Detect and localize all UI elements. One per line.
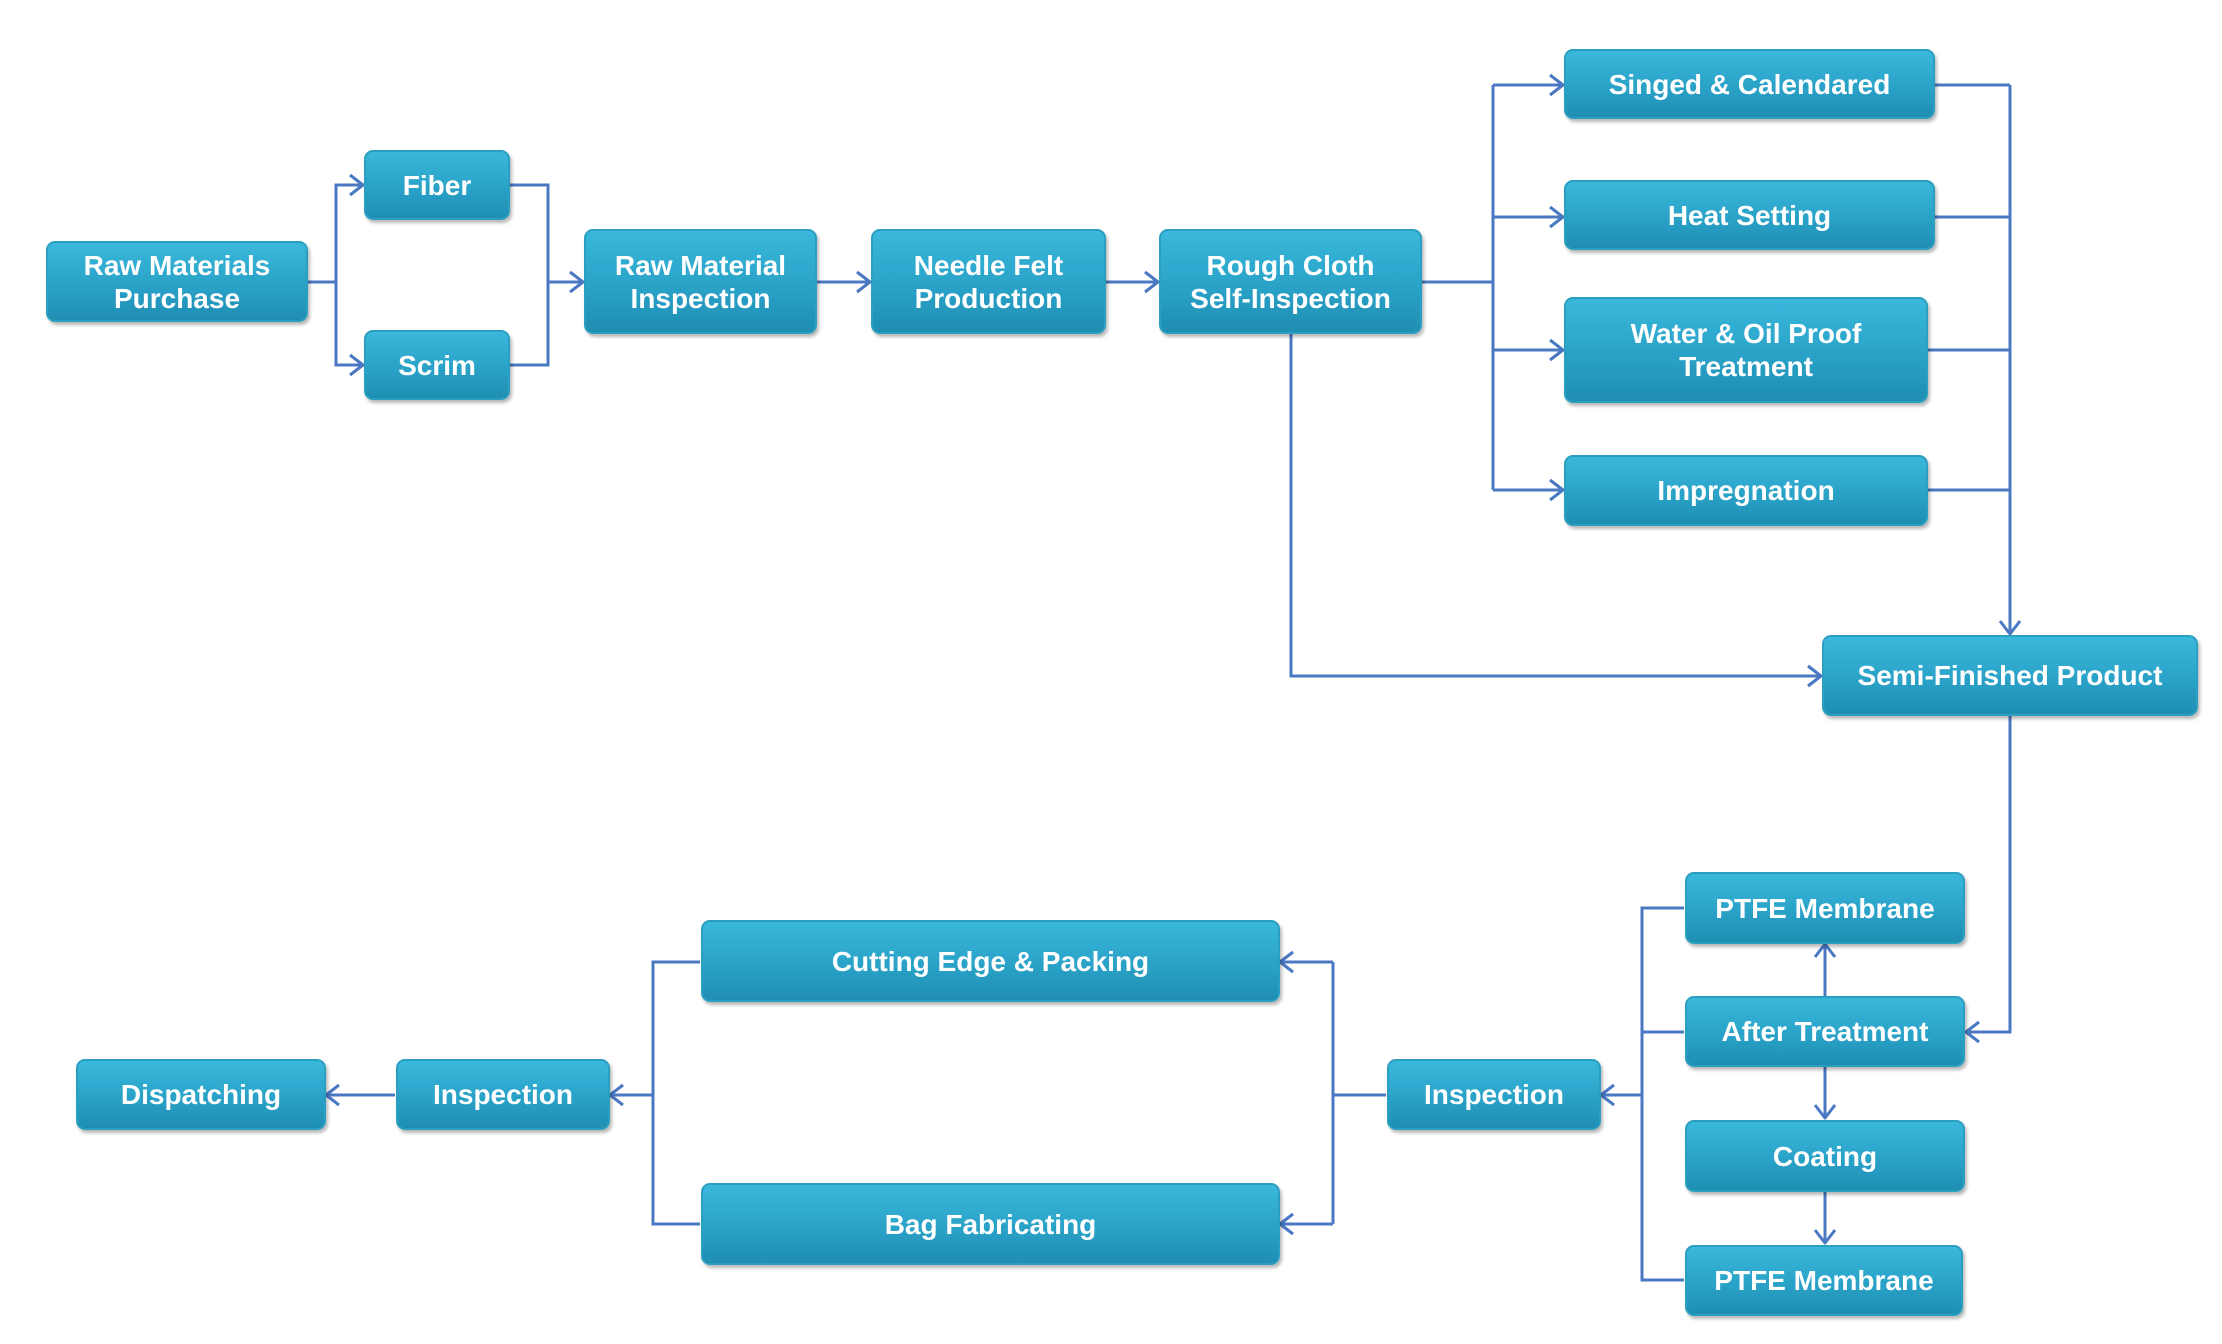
node-label: Dispatching bbox=[120, 1079, 282, 1110]
node-label: Bag Fabricating bbox=[884, 1208, 1097, 1240]
node-singed-calendared[interactable]: Singed & Calendared bbox=[1564, 49, 1935, 119]
edge-raw-to-scrim bbox=[334, 282, 363, 367]
arrowhead bbox=[1278, 1212, 1294, 1236]
node-water-oil-proof-treatment[interactable]: Water & Oil Proof Treatment bbox=[1564, 297, 1928, 403]
arrowheads bbox=[324, 73, 2022, 1245]
arrowhead bbox=[1278, 950, 1294, 974]
node-label: Scrim bbox=[398, 349, 476, 381]
edge-left-collector bbox=[1640, 906, 1684, 1282]
arrowhead bbox=[349, 353, 365, 377]
arrowhead bbox=[1549, 338, 1565, 362]
node-cutting-edge-packing[interactable]: Cutting Edge & Packing bbox=[701, 920, 1280, 1002]
node-impregnation[interactable]: Impregnation bbox=[1564, 455, 1928, 526]
node-inspection-right[interactable]: Inspection bbox=[1387, 1059, 1601, 1130]
edge-rough-bypass bbox=[1289, 333, 1821, 678]
node-fiber[interactable]: Fiber bbox=[364, 150, 510, 220]
node-label: Heat Setting bbox=[1667, 199, 1832, 231]
arrowhead bbox=[1549, 478, 1565, 502]
node-raw-materials-purchase[interactable]: Raw Materials Purchase bbox=[46, 241, 308, 322]
node-label: Inspection bbox=[432, 1079, 573, 1110]
edge-fiber-to-inspection bbox=[510, 183, 583, 284]
node-raw-material-inspection[interactable]: Raw Material Inspection bbox=[584, 229, 817, 334]
node-label: Fiber bbox=[402, 169, 472, 201]
edge-cutting-out bbox=[651, 960, 700, 1226]
arrowhead bbox=[1813, 1229, 1837, 1245]
node-label: Impregnation bbox=[1657, 475, 1835, 506]
arrowhead bbox=[1813, 942, 1837, 958]
arrowhead bbox=[1549, 205, 1565, 229]
arrowhead bbox=[1144, 270, 1160, 294]
node-ptfe-membrane-top[interactable]: PTFE Membrane bbox=[1685, 872, 1965, 944]
node-ptfe-membrane-bottom[interactable]: PTFE Membrane bbox=[1685, 1245, 1963, 1316]
node-label: Coating bbox=[1772, 1140, 1878, 1172]
node-coating[interactable]: Coating bbox=[1685, 1120, 1965, 1192]
node-label: Inspection bbox=[1423, 1079, 1564, 1110]
node-label: After Treatment bbox=[1721, 1016, 1929, 1047]
node-label: Cutting Edge & Packing bbox=[831, 945, 1150, 977]
edge-raw-to-fiber bbox=[308, 183, 363, 284]
arrowhead bbox=[324, 1083, 340, 1107]
arrowhead bbox=[1998, 620, 2022, 636]
node-inspection-left[interactable]: Inspection bbox=[396, 1059, 610, 1130]
node-label: Rough Cloth Self-Inspection bbox=[1190, 249, 1391, 314]
node-label: Needle Felt Production bbox=[913, 249, 1064, 314]
node-rough-cloth-self-inspection[interactable]: Rough Cloth Self-Inspection bbox=[1159, 229, 1422, 334]
node-label: Semi-Finished Product bbox=[1857, 660, 2163, 691]
node-label: Water & Oil Proof Treatment bbox=[1630, 318, 1862, 382]
node-heat-setting[interactable]: Heat Setting bbox=[1564, 180, 1935, 250]
node-label: Singed & Calendared bbox=[1608, 68, 1891, 100]
node-bag-fabricating[interactable]: Bag Fabricating bbox=[701, 1183, 1280, 1265]
arrowhead bbox=[1807, 664, 1823, 688]
node-dispatching[interactable]: Dispatching bbox=[76, 1059, 326, 1130]
arrowhead bbox=[608, 1083, 624, 1107]
arrowhead bbox=[1813, 1104, 1837, 1120]
arrowhead bbox=[1964, 1020, 1980, 1044]
node-label: Raw Materials Purchase bbox=[83, 249, 271, 314]
node-label: PTFE Membrane bbox=[1715, 892, 1935, 924]
node-scrim[interactable]: Scrim bbox=[364, 330, 510, 400]
node-after-treatment[interactable]: After Treatment bbox=[1685, 996, 1965, 1067]
edge-semi-to-after bbox=[1966, 716, 2012, 1034]
node-needle-felt-production[interactable]: Needle Felt Production bbox=[871, 229, 1106, 334]
node-semi-finished-product[interactable]: Semi-Finished Product bbox=[1822, 635, 2198, 716]
node-label: Raw Material Inspection bbox=[614, 249, 787, 314]
edge-scrim-to-inspection bbox=[510, 282, 550, 367]
arrowhead bbox=[1599, 1083, 1615, 1107]
node-label: PTFE Membrane bbox=[1714, 1265, 1934, 1296]
arrowhead bbox=[569, 270, 585, 294]
arrowhead bbox=[349, 173, 365, 197]
arrowhead bbox=[1549, 73, 1565, 97]
arrowhead bbox=[856, 270, 872, 294]
